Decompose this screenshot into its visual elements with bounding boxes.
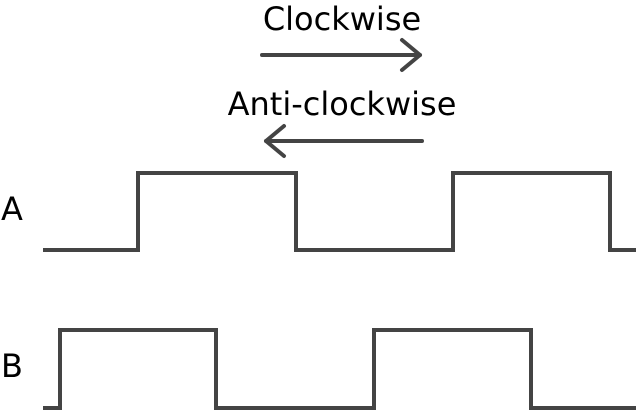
clockwise-arrow-icon — [260, 38, 422, 72]
anticlockwise-label: Anti-clockwise — [228, 85, 457, 123]
channel-a-label: A — [1, 190, 23, 228]
clockwise-label: Clockwise — [263, 0, 421, 38]
channel-b-label: B — [1, 347, 23, 385]
anticlockwise-arrow-icon — [264, 124, 424, 158]
channel-a-waveform — [43, 171, 636, 252]
channel-b-waveform — [43, 328, 636, 410]
